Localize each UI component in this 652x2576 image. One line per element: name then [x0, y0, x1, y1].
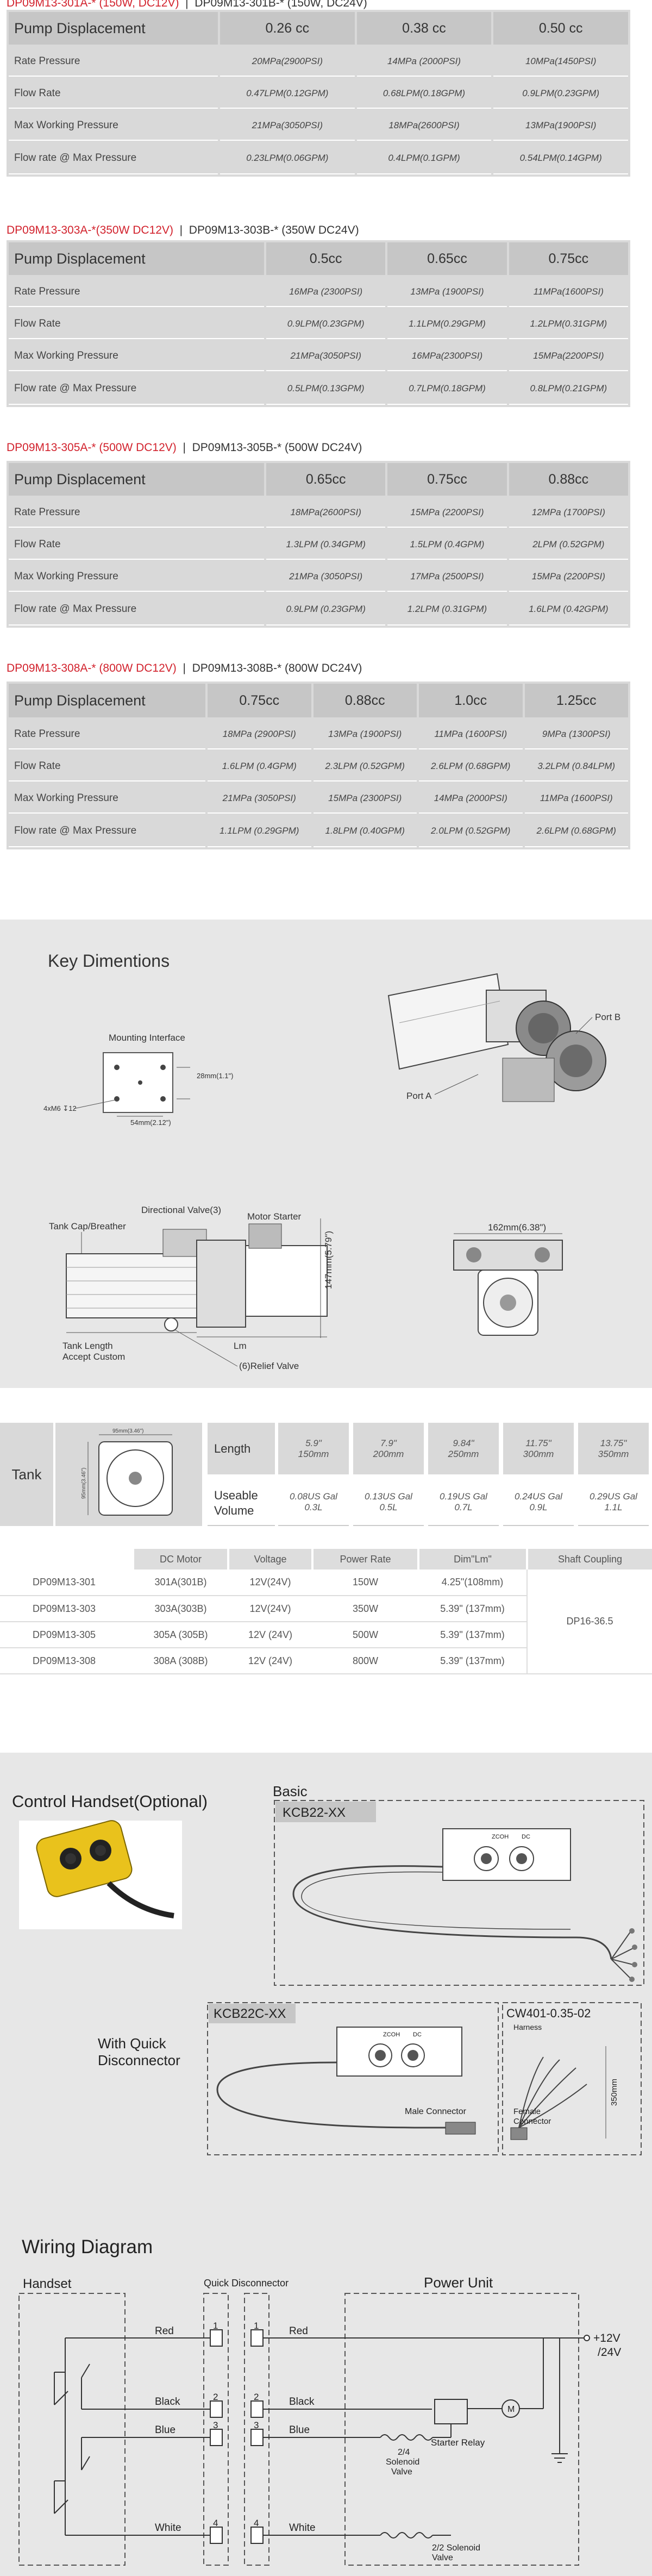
svg-text:4: 4	[254, 2518, 259, 2528]
h350-label: 350mm	[610, 2079, 619, 2106]
brand-label: ZCOH	[492, 1834, 509, 1840]
v12-label: +12V	[593, 2332, 620, 2344]
wire-red-2: Red	[289, 2325, 308, 2337]
tank-cap-label: Tank Cap/Breather	[49, 1221, 126, 1231]
svg-text:3: 3	[254, 2420, 259, 2430]
sol24-b: Solenoid	[386, 2458, 419, 2467]
wiring-quick-label: Quick Disconnector	[204, 2278, 289, 2289]
motor-starter-label: Motor Starter	[247, 1211, 302, 1222]
wire-white-2: White	[289, 2522, 316, 2534]
accept-custom-label: Accept Custom	[62, 1352, 125, 1362]
pump-3d-image	[387, 973, 606, 1102]
mounting-label: Mounting Interface	[109, 1033, 185, 1043]
relief-valve-label: (6)Relief Valve	[239, 1361, 299, 1371]
wire-red-1: Red	[155, 2325, 174, 2337]
perf-title: DP09M13-308A-* (800W DC12V) | DP09M13-30…	[7, 662, 362, 674]
tank-dim-top: 95mm(3.46")	[112, 1428, 143, 1434]
wiring-title: Wiring Diagram	[22, 2236, 153, 2258]
length-label: Length	[208, 1423, 275, 1474]
kcb22-label: KCB22-XX	[283, 1805, 346, 1820]
harness-label: Harness	[513, 2023, 542, 2031]
svg-text:2: 2	[254, 2392, 259, 2402]
wire-blue-2: Blue	[289, 2424, 310, 2436]
brand-label-2: ZCOH	[383, 2031, 400, 2038]
dim-28: 28mm(1.1")	[197, 1072, 233, 1080]
tank-table: Tank 95mm(3.46") 95mm(3.46") Length Usea…	[0, 1417, 652, 1531]
tank-length-cell: 5.9"150mm	[278, 1423, 349, 1474]
key-dimensions-panel: Key Dimentions Mounting Interface 28mm(1…	[0, 920, 652, 1388]
wire-black-1: Black	[155, 2396, 180, 2408]
wire-blue-1: Blue	[155, 2424, 175, 2436]
wiring-power-label: Power Unit	[424, 2274, 493, 2291]
sol24-a: 2/4	[398, 2448, 410, 2457]
width-162: 162mm(6.38")	[488, 1222, 546, 1233]
v24-label: /24V	[598, 2346, 621, 2359]
sol22-b: Valve	[432, 2553, 453, 2562]
port-b-label: Port B	[595, 1012, 620, 1022]
cw401-label: CW401-0.35-02	[506, 2006, 591, 2020]
tank-dim-side: 95mm(3.46")	[81, 1468, 87, 1499]
sol24-c: Valve	[391, 2467, 412, 2477]
wire-black-2: Black	[289, 2396, 315, 2408]
tank-drawing: 95mm(3.46") 95mm(3.46")	[55, 1423, 202, 1526]
tank-length-cell: 11.75"300mm	[503, 1423, 574, 1474]
lm-label: Lm	[234, 1341, 247, 1351]
relay-label: Starter Relay	[431, 2437, 485, 2448]
tank-length-label: Tank Length	[62, 1341, 113, 1351]
perf-title: DP09M13-303A-*(350W DC12V) | DP09M13-303…	[7, 224, 359, 236]
dc-label: DC	[522, 1834, 530, 1840]
svg-text:3: 3	[213, 2420, 218, 2430]
dimension-drawings: Mounting Interface 28mm(1.1") 54mm(2.12"…	[43, 973, 620, 1371]
height-147: 147mm(5.79")	[323, 1231, 334, 1289]
female-label-b: Connector	[513, 2117, 551, 2126]
dir-valve-label: Directional Valve(3)	[141, 1205, 221, 1215]
svg-text:1: 1	[213, 2321, 218, 2331]
handset-title: Control Handset(Optional)	[12, 1792, 208, 1811]
dc-label-2: DC	[413, 2031, 422, 2038]
dim-54: 54mm(2.12")	[130, 1118, 171, 1127]
handset-photo	[19, 1820, 182, 1929]
wiring-handset-label: Handset	[23, 2277, 72, 2291]
perf-title: DP09M13-305A-* (500W DC12V) | DP09M13-30…	[7, 441, 362, 454]
male-connector-label: Male Connector	[405, 2107, 467, 2116]
motor-table: DC Motor Voltage Power Rate Dim"Lm" Shaf…	[0, 1549, 652, 1674]
handset-drawings: KCB22-XX ZCOH DC KCB22C-XX ZCOH DC Male …	[18, 1800, 644, 2566]
section-title: Key Dimentions	[48, 951, 170, 971]
thread-label: 4xM6 ↧12	[43, 1104, 77, 1112]
perf-title: DP09M13-301A-* (150W, DC12V) | DP09M13-3…	[7, 0, 367, 9]
tank-values: 5.9"150mm 7.9"200mm 9.84"250mm 11.75"300…	[278, 1423, 650, 1526]
basic-label: Basic	[273, 1783, 308, 1799]
port-a-label: Port A	[406, 1091, 432, 1101]
tank-length-cell: 9.84"250mm	[428, 1423, 499, 1474]
handset-wiring-panel: Control Handset(Optional) Basic With Qui…	[0, 1753, 652, 2576]
female-label-a: Female	[513, 2107, 541, 2116]
svg-text:1: 1	[254, 2321, 259, 2331]
kcb22c-label: KCB22C-XX	[214, 2006, 286, 2021]
shaft-coupling-cell: DP16-36.5	[526, 1570, 652, 1674]
svg-text:2: 2	[213, 2392, 218, 2402]
wire-white-1: White	[155, 2522, 181, 2534]
svg-text:M: M	[507, 2405, 515, 2414]
tank-length-cell: 13.75"350mm	[578, 1423, 649, 1474]
tank-label: Tank	[0, 1423, 53, 1526]
svg-text:4: 4	[213, 2518, 218, 2528]
sol22-a: 2/2 Solenoid	[432, 2543, 480, 2553]
tank-length-cell: 7.9"200mm	[353, 1423, 424, 1474]
